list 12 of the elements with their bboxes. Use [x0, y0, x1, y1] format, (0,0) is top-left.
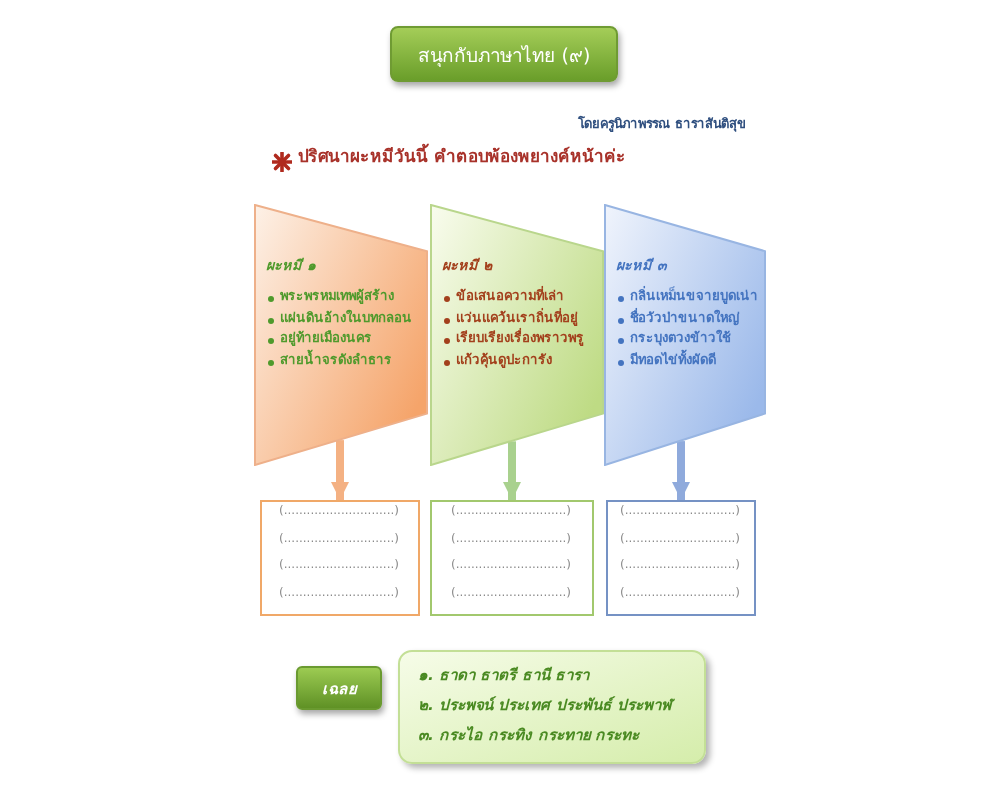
- arrow: [503, 441, 521, 500]
- title-banner: สนุกกับภาษาไทย (๙): [390, 26, 618, 82]
- instruction-text: ปริศนาผะหมีวันนี้ คำตอบพ้องพยางค์หน้าค่ะ: [298, 148, 626, 171]
- answer-box: [430, 500, 594, 616]
- riddle-panel: [604, 204, 766, 466]
- arrow: [331, 440, 349, 500]
- arrow: [672, 441, 690, 500]
- answer-box: [606, 500, 756, 616]
- answer-panel: [398, 650, 706, 764]
- answer-box: [260, 500, 420, 616]
- riddle-panel: [430, 204, 604, 466]
- riddle-panel: [254, 204, 428, 466]
